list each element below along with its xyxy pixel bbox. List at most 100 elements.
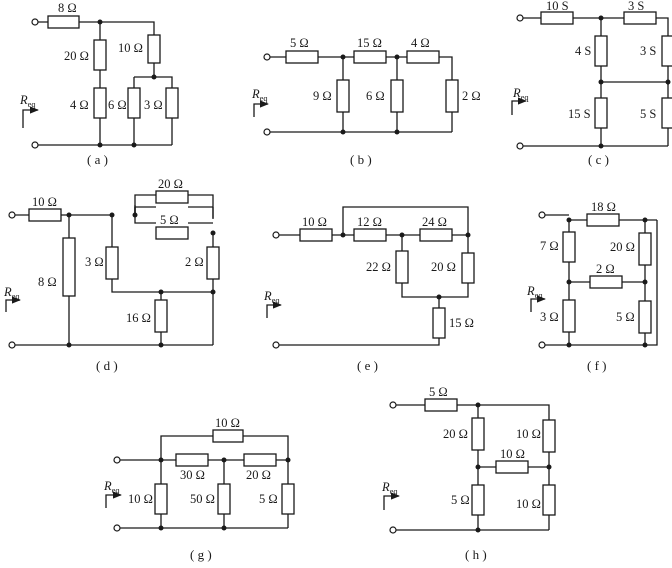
label-f-18: 18 Ω <box>591 200 616 214</box>
label-a-3: 3 Ω <box>144 98 163 112</box>
resistor-e-12 <box>353 228 387 242</box>
resistor-e-15 <box>432 307 446 339</box>
resistor-f-7 <box>562 231 576 263</box>
req-label-d: Req <box>3 285 20 301</box>
terminal-f-bottom <box>538 341 546 349</box>
resistor-f-5 <box>638 300 652 334</box>
label-e-12: 12 Ω <box>357 215 382 229</box>
circuit-c: 10 S 3 S 4 S 3 S 15 S 5 S Req ( c ) <box>511 0 672 167</box>
label-b-15: 15 Ω <box>357 36 382 50</box>
label-b-2: 2 Ω <box>462 89 481 103</box>
resistor-g-10-top <box>212 429 244 443</box>
label-e-22: 22 Ω <box>366 260 391 274</box>
terminal-f-top <box>538 211 546 219</box>
label-c-3s-right: 3 S <box>640 44 656 58</box>
resistor-b-5 <box>285 50 319 64</box>
resistor-b-2 <box>445 79 459 113</box>
label-e-20: 20 Ω <box>431 260 456 274</box>
caption-c: ( c ) <box>588 152 609 167</box>
resistor-f-20 <box>638 232 652 266</box>
resistor-a-3 <box>165 87 179 119</box>
resistor-d-8 <box>62 237 76 297</box>
label-c-15s: 15 S <box>568 107 591 121</box>
terminal-e-bottom <box>272 341 280 349</box>
label-a-4: 4 Ω <box>70 98 89 112</box>
label-a-10: 10 Ω <box>118 41 143 55</box>
label-g-50: 50 Ω <box>190 492 215 506</box>
resistor-a-20 <box>93 39 107 71</box>
label-h-10-bottom: 10 Ω <box>516 497 541 511</box>
caption-h: ( h ) <box>465 547 487 562</box>
resistor-c-3s-top <box>623 11 657 25</box>
caption-a: ( a ) <box>87 152 108 167</box>
req-label-h: Req <box>381 480 398 496</box>
terminal-c-top <box>516 14 524 22</box>
req-label-e: Req <box>263 289 280 305</box>
label-h-5: 5 Ω <box>451 493 470 507</box>
terminal-g-bottom <box>113 524 121 532</box>
resistor-a-6 <box>127 87 141 119</box>
resistor-b-9 <box>336 79 350 113</box>
resistor-e-22 <box>395 250 409 284</box>
resistor-a-4 <box>93 87 107 119</box>
caption-g: ( g ) <box>190 547 212 562</box>
circuit-e: 10 Ω 12 Ω 24 Ω 22 Ω 20 Ω 15 Ω Req ( e ) <box>263 206 475 373</box>
resistor-b-4 <box>406 50 440 64</box>
req-label-b: Req <box>251 87 268 103</box>
resistor-d-16 <box>154 299 168 333</box>
resistor-f-2 <box>589 275 623 289</box>
circuit-d: 10 Ω 20 Ω 5 Ω 3 Ω 2 Ω 8 Ω 16 Ω Req ( d ) <box>3 177 220 373</box>
terminal-b-bottom <box>263 128 271 136</box>
resistor-a-10 <box>147 34 161 64</box>
label-c-10s: 10 S <box>546 0 569 13</box>
label-d-16: 16 Ω <box>126 311 151 325</box>
label-d-2: 2 Ω <box>185 255 204 269</box>
label-e-10: 10 Ω <box>302 215 327 229</box>
resistor-d-5 <box>155 226 189 240</box>
resistor-f-3 <box>562 299 576 333</box>
label-g-10-top: 10 Ω <box>215 416 240 430</box>
label-g-20: 20 Ω <box>246 468 271 482</box>
label-a-6: 6 Ω <box>108 98 127 112</box>
terminal-a-top <box>31 18 39 26</box>
resistor-g-50 <box>217 483 231 515</box>
resistor-d-3 <box>105 246 119 280</box>
terminal-c-bottom <box>516 142 524 150</box>
terminal-a-bottom <box>31 141 39 149</box>
resistor-h-20 <box>471 417 485 451</box>
resistor-d-10 <box>28 208 62 222</box>
resistor-e-24 <box>419 228 453 242</box>
terminal-b-top <box>263 53 271 61</box>
circuit-g: 10 Ω 30 Ω 20 Ω 10 Ω 50 Ω 5 Ω Req ( g ) <box>103 416 295 562</box>
resistor-a-8 <box>47 15 80 29</box>
caption-e: ( e ) <box>357 358 378 373</box>
label-f-2: 2 Ω <box>596 262 615 276</box>
label-e-24: 24 Ω <box>422 215 447 229</box>
label-h-10-mid: 10 Ω <box>500 447 525 461</box>
terminal-h-top <box>389 401 397 409</box>
terminal-g-top <box>113 456 121 464</box>
resistor-c-4s <box>594 35 608 67</box>
label-c-5s: 5 S <box>640 107 656 121</box>
terminal-h-bottom <box>389 526 397 534</box>
resistor-h-10-bottom <box>542 484 556 516</box>
label-d-3: 3 Ω <box>85 255 104 269</box>
terminal-d-top <box>8 211 16 219</box>
label-c-3s-top: 3 S <box>628 0 644 13</box>
label-c-4s: 4 S <box>575 44 591 58</box>
resistor-b-6 <box>390 79 404 113</box>
terminal-e-top <box>272 231 280 239</box>
resistor-c-10s <box>540 11 574 25</box>
label-d-20: 20 Ω <box>158 177 183 191</box>
resistor-h-5-top <box>424 398 458 412</box>
path-g-30-box <box>175 453 209 467</box>
req-label-c: Req <box>512 86 529 102</box>
label-h-5-top: 5 Ω <box>429 385 448 399</box>
resistor-g-20 <box>243 453 277 467</box>
label-f-3: 3 Ω <box>540 310 559 324</box>
resistor-h-10-right <box>542 419 556 453</box>
resistor-g-10 <box>154 483 168 515</box>
label-f-20: 20 Ω <box>610 240 635 254</box>
caption-d: ( d ) <box>96 358 118 373</box>
resistor-g-5 <box>281 483 295 515</box>
